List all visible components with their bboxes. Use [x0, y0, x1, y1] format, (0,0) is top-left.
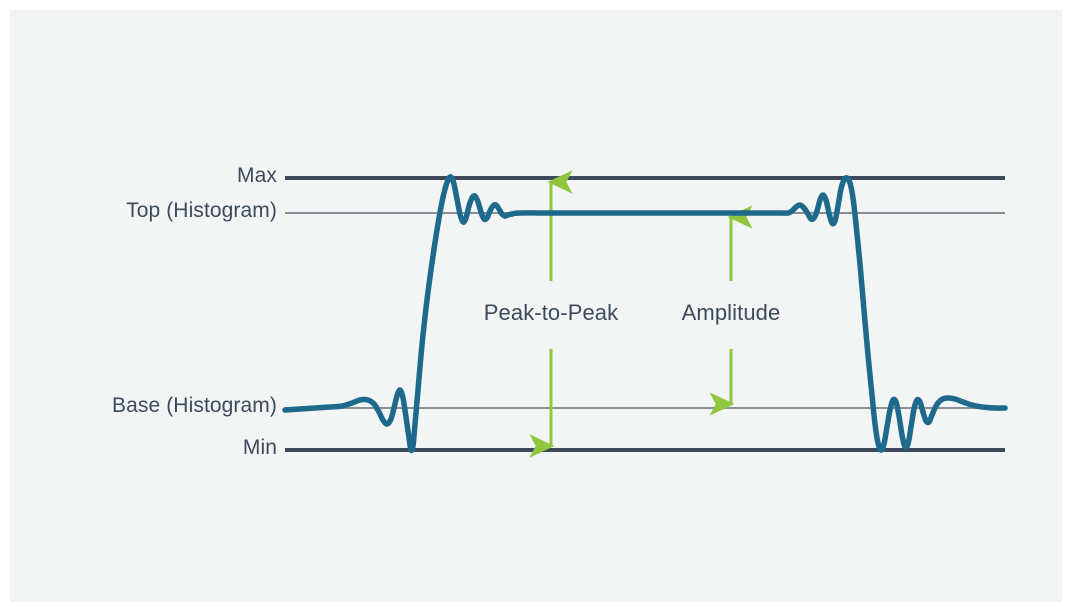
reference-label-min: Min: [242, 436, 277, 459]
waveform-trace-group: [282, 174, 1008, 454]
reference-label-max: Max: [237, 164, 277, 187]
measurement-arrows-group: [529, 170, 753, 458]
measurement-label-peak-to-peak: Peak-to-Peak: [483, 300, 619, 325]
figure-panel: [10, 10, 1062, 602]
measurement-label-amplitude: Amplitude: [681, 300, 781, 325]
reference-label-base: Base (Histogram): [112, 394, 277, 417]
reference-label-top: Top (Histogram): [126, 199, 277, 222]
waveform-trace: [282, 174, 1008, 454]
